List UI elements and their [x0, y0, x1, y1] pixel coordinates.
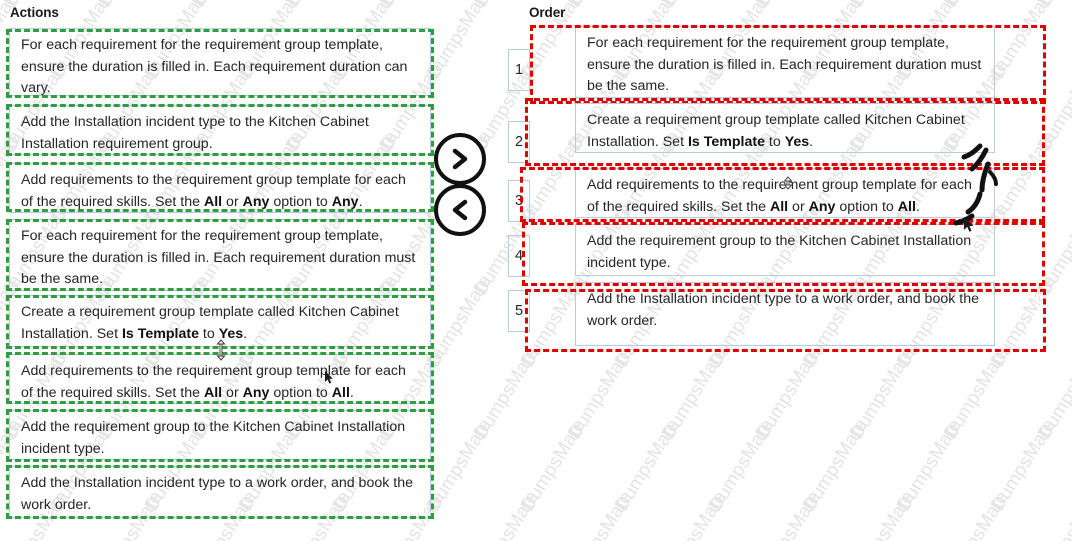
body-text: Create a requirement group template call…: [587, 112, 965, 150]
emphasis-text: All: [897, 198, 916, 215]
body-text: or: [222, 384, 243, 401]
emphasis-text: Any: [242, 193, 270, 210]
order-item-text: Add the Installation incident type to a …: [587, 289, 984, 332]
body-text: For each requirement for the requirement…: [21, 228, 416, 287]
body-text: .: [243, 325, 248, 342]
action-item-text: For each requirement for the requirement…: [21, 226, 420, 291]
body-text: Add the Installation incident type to a …: [587, 291, 979, 329]
body-text: Add requirements to the requirement grou…: [587, 177, 972, 215]
order-item[interactable]: For each requirement for the requirement…: [575, 26, 995, 98]
action-item[interactable]: For each requirement for the requirement…: [9, 28, 431, 96]
order-position-number: 5: [508, 290, 530, 332]
emphasis-text: Yes: [784, 133, 810, 150]
emphasis-text: All: [203, 193, 223, 210]
emphasis-text: Is Template: [687, 133, 765, 150]
action-item-text: Add requirements to the requirement grou…: [21, 170, 420, 213]
emphasis-text: Is Template: [121, 325, 199, 342]
body-text: .: [915, 198, 920, 215]
vertical-resize-cursor: [216, 339, 226, 361]
action-item[interactable]: Create a requirement group template call…: [9, 295, 431, 347]
action-item[interactable]: Add requirements to the requirement grou…: [9, 163, 431, 213]
order-item[interactable]: Create a requirement group template call…: [575, 103, 995, 153]
order-item-text: For each requirement for the requirement…: [587, 33, 984, 98]
emphasis-text: Yes: [218, 325, 244, 342]
action-item-text: Add the requirement group to the Kitchen…: [21, 417, 420, 460]
order-position-number: 2: [508, 121, 530, 163]
body-text: For each requirement for the requirement…: [587, 35, 982, 94]
emphasis-text: Any: [242, 384, 270, 401]
emphasis-text: Any: [808, 198, 836, 215]
body-text: to: [764, 133, 785, 150]
body-text: .: [349, 384, 354, 401]
move-right-button[interactable]: [434, 133, 486, 185]
order-column-header: Order: [529, 5, 566, 20]
order-item[interactable]: Add the requirement group to the Kitchen…: [575, 224, 995, 276]
body-text: Add requirements to the requirement grou…: [21, 172, 406, 210]
action-item[interactable]: Add the Installation incident type to a …: [9, 466, 431, 518]
action-item-text: Create a requirement group template call…: [21, 302, 420, 345]
body-text: For each requirement for the requirement…: [21, 37, 408, 96]
body-text: or: [222, 193, 243, 210]
action-item[interactable]: Add requirements to the requirement grou…: [9, 354, 431, 404]
emphasis-text: All: [203, 384, 223, 401]
emphasis-text: Any: [331, 193, 359, 210]
body-text: Create a requirement group template call…: [21, 304, 399, 342]
vertical-resize-cursor-order: [783, 176, 793, 190]
body-text: Add the requirement group to the Kitchen…: [587, 233, 972, 271]
order-item-text: Add requirements to the requirement grou…: [587, 175, 984, 218]
body-text: .: [809, 133, 814, 150]
actions-column-header: Actions: [10, 5, 59, 20]
body-text: option to: [269, 193, 332, 210]
body-text: Add the Installation incident type to th…: [21, 114, 369, 152]
order-item[interactable]: Add the Installation incident type to a …: [575, 282, 995, 346]
body-text: option to: [269, 384, 332, 401]
chevron-left-icon: [452, 199, 468, 221]
body-text: Add the requirement group to the Kitchen…: [21, 419, 406, 457]
action-item-text: Add the Installation incident type to th…: [21, 112, 420, 155]
action-item[interactable]: Add the Installation incident type to th…: [9, 105, 431, 155]
emphasis-text: All: [769, 198, 789, 215]
order-item-text: Create a requirement group template call…: [587, 110, 984, 153]
action-item[interactable]: For each requirement for the requirement…: [9, 219, 431, 291]
order-item-text: Add the requirement group to the Kitchen…: [587, 231, 984, 274]
action-item-text: For each requirement for the requirement…: [21, 35, 420, 100]
body-text: Add the Installation incident type to a …: [21, 475, 413, 513]
action-item[interactable]: Add the requirement group to the Kitchen…: [9, 410, 431, 460]
chevron-right-icon: [452, 148, 468, 170]
body-text: option to: [835, 198, 898, 215]
body-text: .: [358, 193, 363, 210]
emphasis-text: All: [331, 384, 350, 401]
order-position-number: 4: [508, 235, 530, 277]
action-item-text: Add the Installation incident type to a …: [21, 473, 420, 516]
action-item-text: Add requirements to the requirement grou…: [21, 361, 420, 404]
order-position-number: 1: [508, 49, 530, 91]
body-text: or: [788, 198, 809, 215]
body-text: to: [198, 325, 219, 342]
order-position-number: 3: [508, 180, 530, 222]
move-left-button[interactable]: [434, 184, 486, 236]
body-text: Add requirements to the requirement grou…: [21, 363, 406, 401]
